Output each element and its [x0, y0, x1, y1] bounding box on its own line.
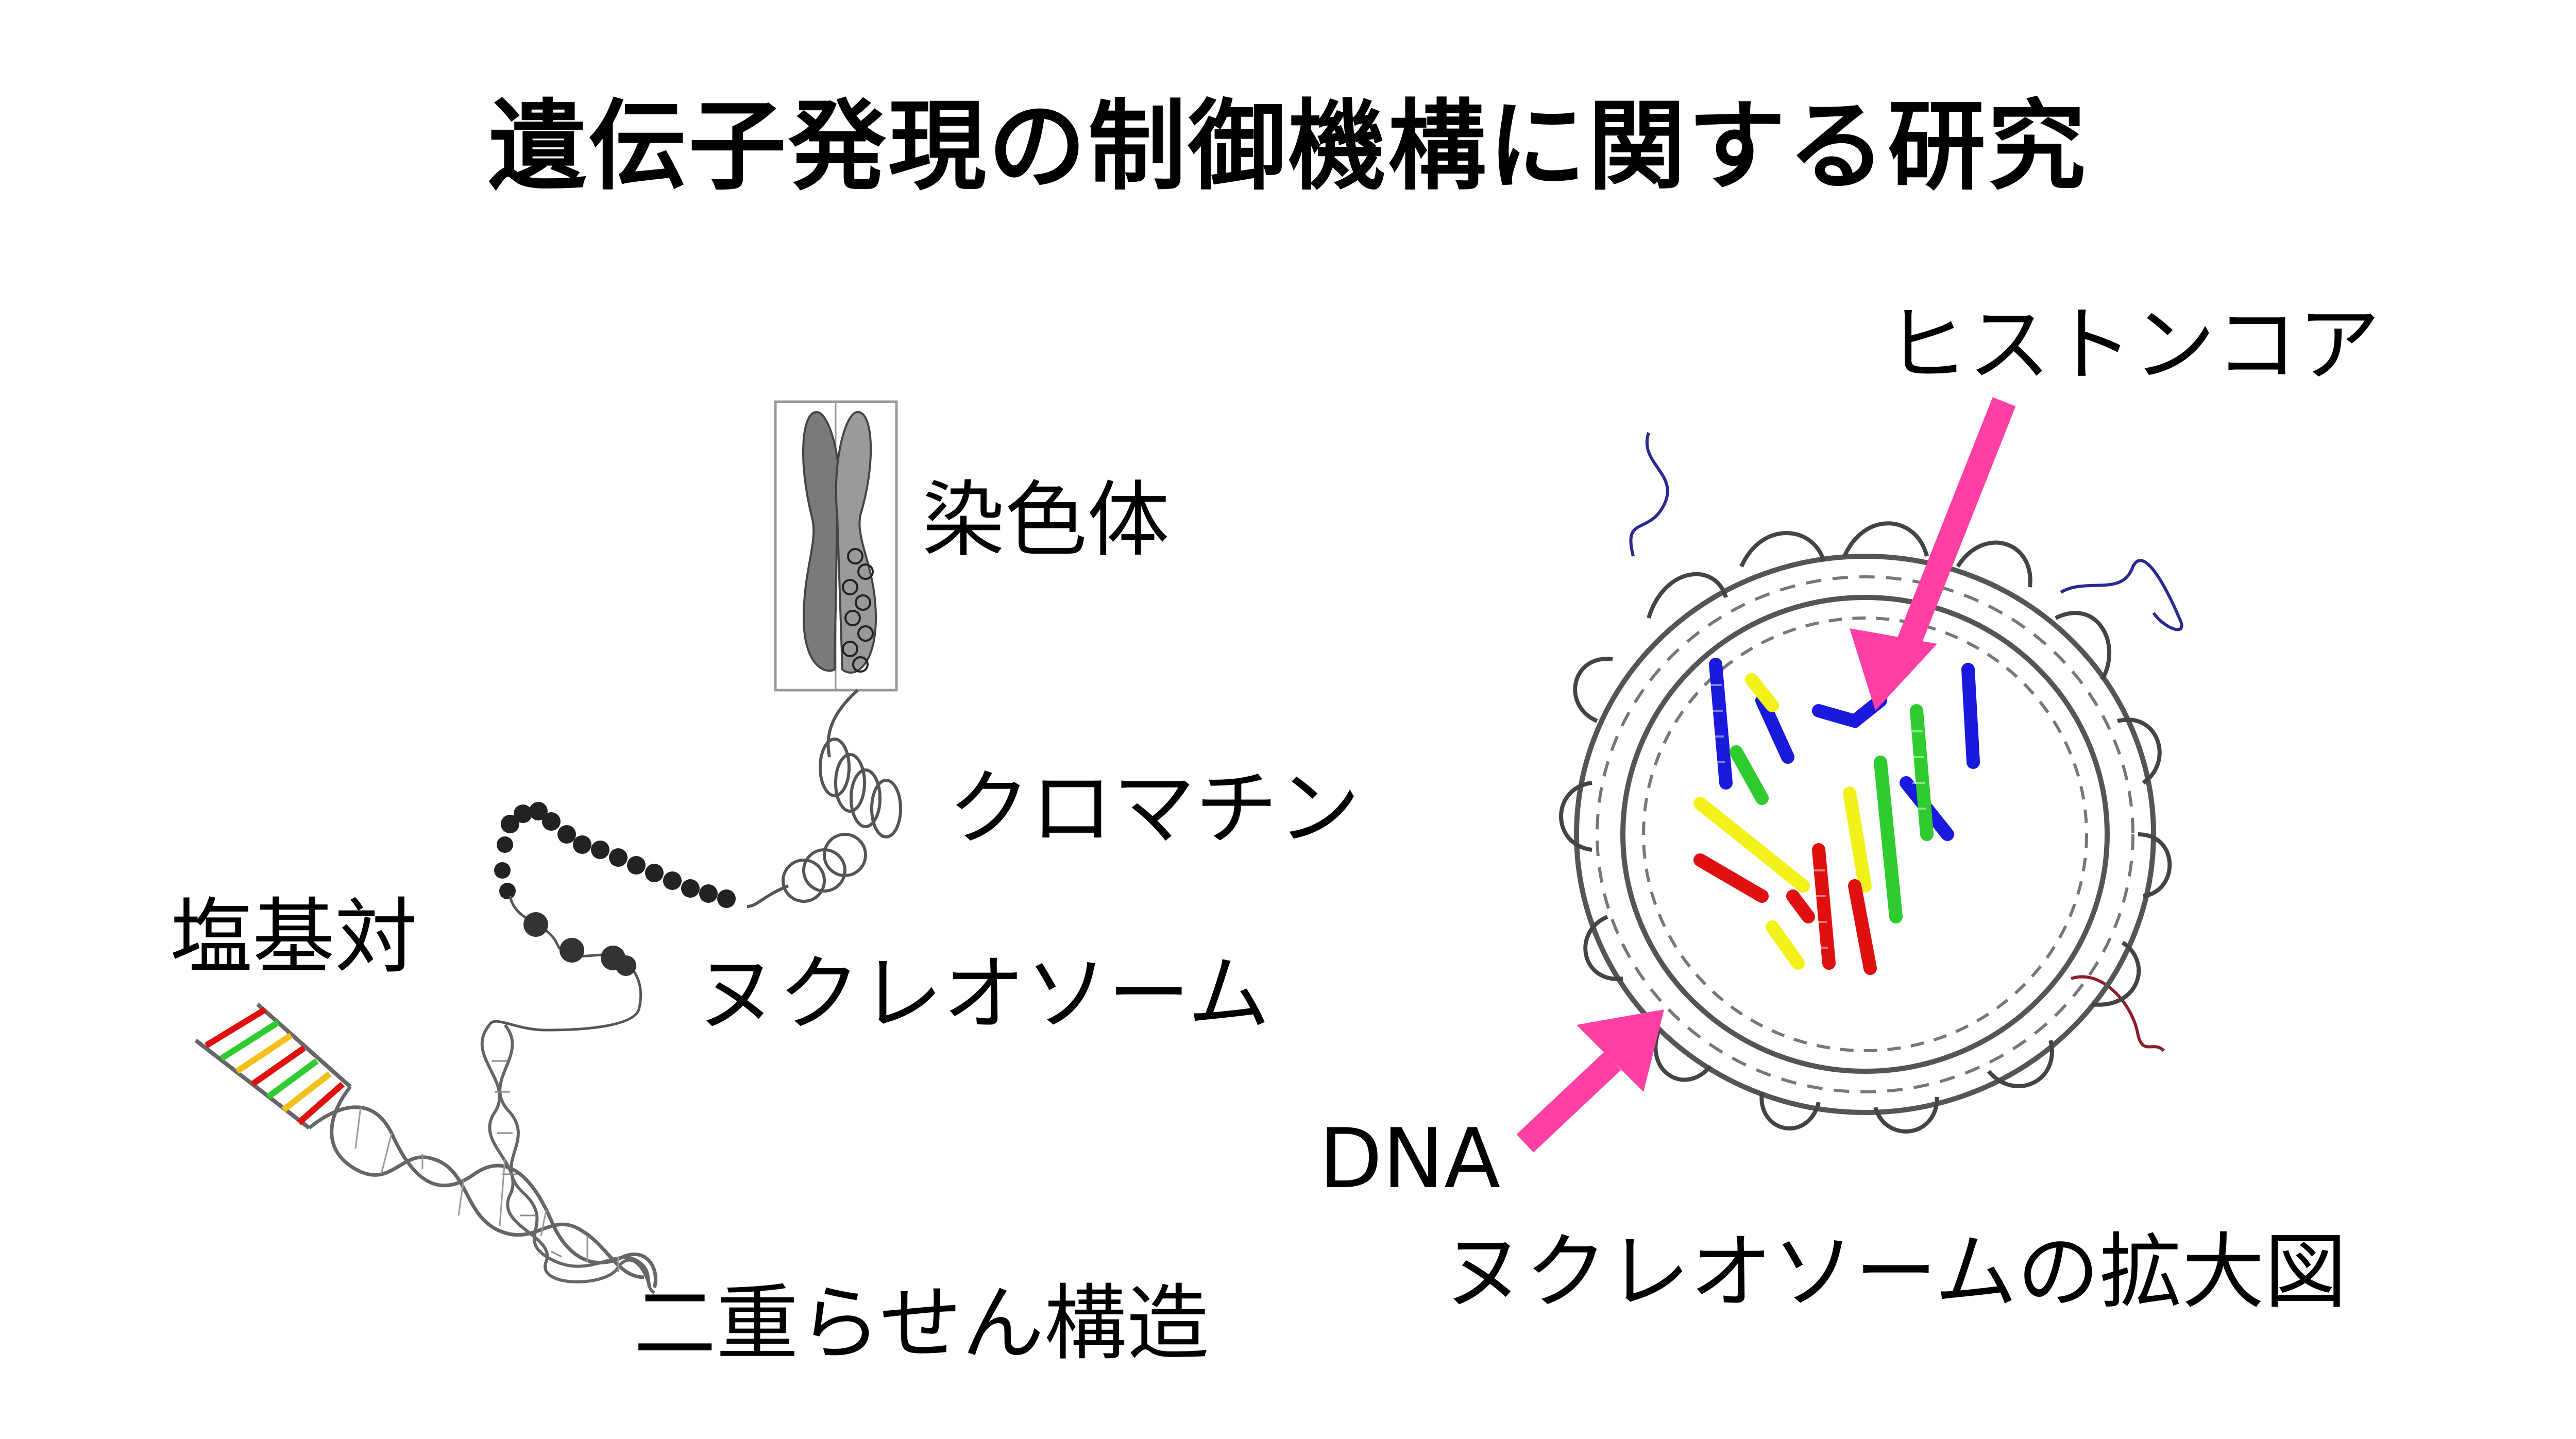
label-nucleosome: ヌクレオソーム: [696, 946, 1270, 1042]
page-title: 遺伝子発現の制御機構に関する研究: [488, 90, 2088, 203]
label-dna: DNA: [1319, 1110, 1501, 1207]
chromosome-illustration: [774, 400, 898, 692]
base-pair-ladder-illustration: [194, 1003, 352, 1130]
label-base-pair: 塩基対: [170, 889, 418, 985]
chromatin-illustration: [747, 689, 902, 908]
double-helix-left: [308, 1085, 657, 1289]
label-chromosome: 染色体: [922, 472, 1170, 568]
solenoid-illustration: [494, 802, 736, 908]
double-helix-illustration: [480, 1024, 655, 1294]
dna-arrow: [1516, 1009, 1664, 1153]
nucleosome-zoom-illustration: [1559, 432, 2183, 1134]
label-chromatin: クロマチン: [948, 760, 1361, 856]
beads-on-string-illustration: [488, 896, 642, 1032]
label-double-helix: 二重らせん構造: [634, 1275, 1209, 1372]
label-nucleosome-zoom: ヌクレオソームの拡大図: [1443, 1224, 2347, 1320]
histone-arrow: [1850, 397, 2016, 711]
label-histone-core: ヒストンコア: [1886, 297, 2381, 393]
